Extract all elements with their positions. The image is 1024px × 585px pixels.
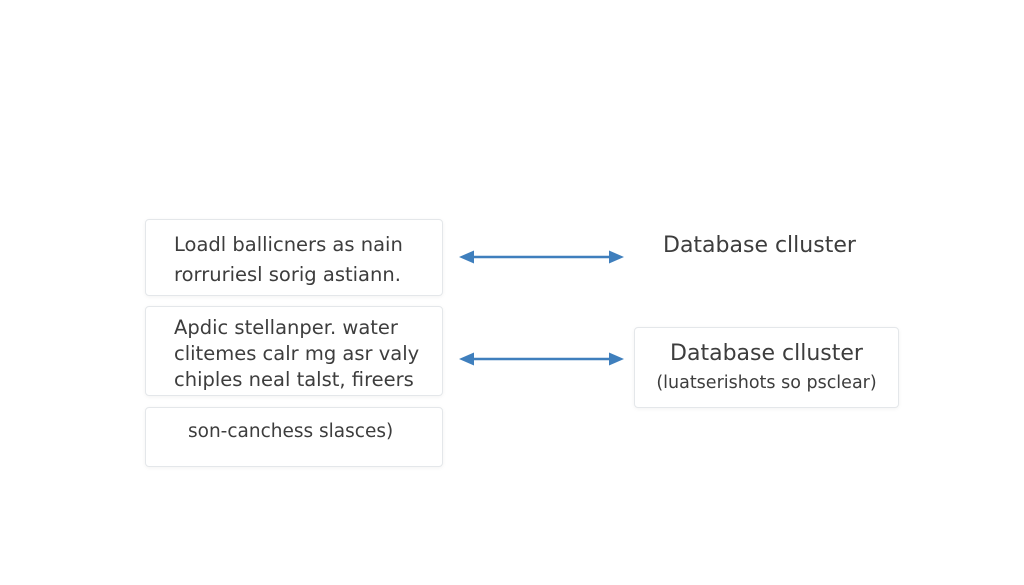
left-box-2-line-3: chiples neal talst, fireers xyxy=(174,368,414,391)
left-box-2: Apdic stellanper. water clitemes calr mg… xyxy=(145,306,443,396)
connector-1 xyxy=(459,250,624,264)
connector-2 xyxy=(459,352,624,366)
right-top-label: Database clluster xyxy=(663,233,856,258)
left-box-3: son-canchess slasces) xyxy=(145,407,443,467)
left-box-2-line-1: Apdic stellanper. water xyxy=(174,316,398,339)
arrow-right-head-icon xyxy=(609,352,624,366)
arrow-left-head-icon xyxy=(459,352,474,366)
left-box-1-line-1: Loadl ballicners as nain xyxy=(174,233,403,256)
left-box-2-line-2: clitemes calr mg asr valy xyxy=(174,342,420,365)
left-box-1: Loadl ballicners as nain rorruriesl sori… xyxy=(145,219,443,296)
arrow-right-head-icon xyxy=(609,250,624,264)
right-box-title: Database clluster xyxy=(670,341,863,366)
arrow-left-head-icon xyxy=(459,250,474,264)
left-box-1-line-2: rorruriesl sorig astiann. xyxy=(174,263,401,286)
left-box-3-line-1: son-canchess slasces) xyxy=(188,421,394,442)
right-box-subtitle: (luatserishots so psclear) xyxy=(656,373,877,393)
right-box: Database clluster (luatserishots so pscl… xyxy=(634,327,899,408)
